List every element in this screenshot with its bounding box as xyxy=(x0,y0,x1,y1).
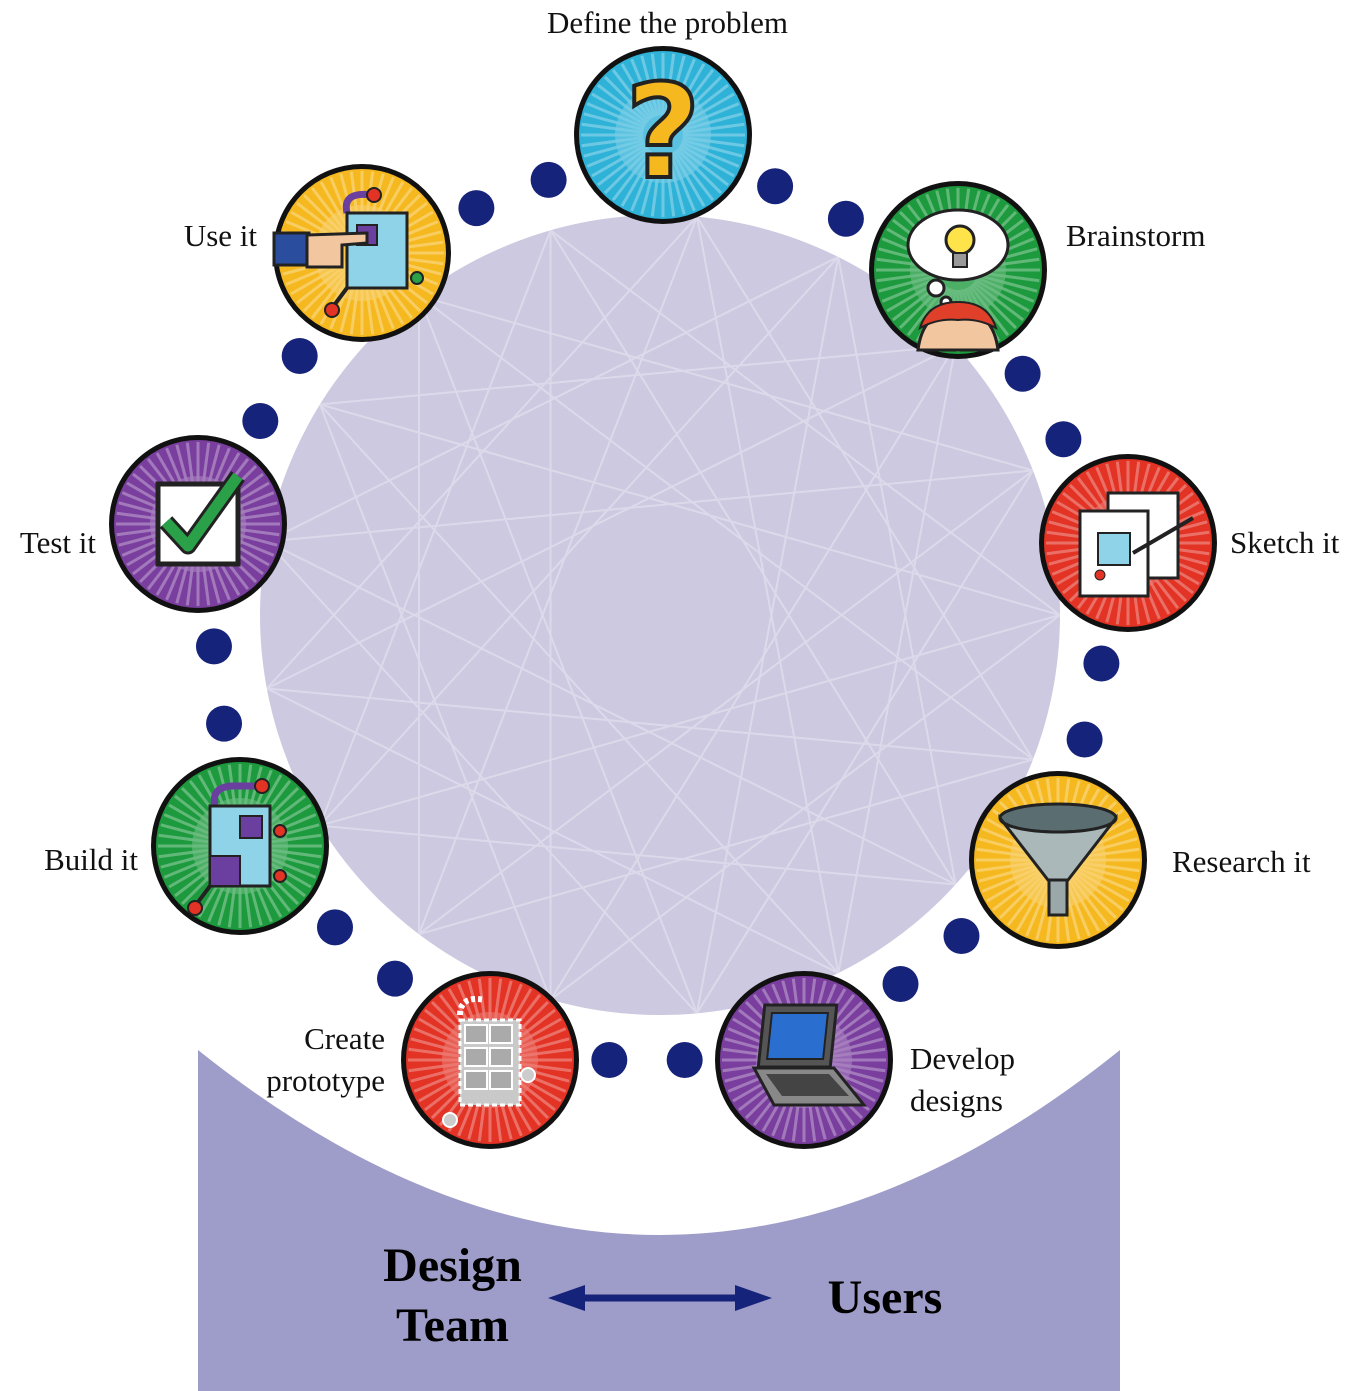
design-team-line1: Design xyxy=(383,1239,522,1292)
step-label-develop-line1: Develop xyxy=(910,1041,1016,1076)
step-badge: ? xyxy=(574,46,752,224)
step-label-brainstorm: Brainstorm xyxy=(1066,218,1206,253)
connector-dot xyxy=(666,1042,703,1078)
connector-dot xyxy=(882,966,919,1002)
bottom-band xyxy=(198,1050,1120,1391)
design-team-line2: Team xyxy=(396,1299,509,1352)
sketch-paper-icon xyxy=(1078,491,1195,598)
step-label-develop: Develop designs xyxy=(910,1038,1015,1122)
step-label-define: Define the problem xyxy=(546,5,789,40)
connector-dot xyxy=(1066,721,1103,758)
step-badge xyxy=(969,771,1147,949)
hand-pressing-robot-icon xyxy=(272,187,424,318)
connector-dot xyxy=(1004,355,1041,392)
design-team-label: Design Team xyxy=(340,1236,565,1356)
connector-dot xyxy=(943,918,980,954)
step-label-develop-line2: designs xyxy=(910,1083,1003,1118)
connector-dot xyxy=(195,628,232,665)
users-label: Users xyxy=(827,1271,943,1324)
dashed-robot-icon xyxy=(442,996,536,1128)
connector-dot xyxy=(1045,421,1082,458)
question-mark-icon: ? xyxy=(623,54,702,210)
step-badge xyxy=(401,971,579,1149)
step-label-research: Research it xyxy=(1172,844,1311,879)
step-label-build: Build it xyxy=(44,842,138,877)
step-badge xyxy=(869,181,1047,359)
robot-icon xyxy=(187,778,287,916)
step-label-use: Use it xyxy=(183,218,257,253)
connector-dot xyxy=(377,960,413,997)
step-badge xyxy=(151,757,329,935)
inner-circle xyxy=(260,215,1060,1015)
connector-dot xyxy=(317,909,353,946)
step-badge xyxy=(109,435,287,613)
connector-dot xyxy=(206,705,243,742)
connector-dot xyxy=(281,337,318,374)
connector-dot xyxy=(530,161,567,198)
laptop-icon xyxy=(751,1003,868,1107)
connector-dot xyxy=(757,168,794,205)
connector-dot xyxy=(591,1042,628,1078)
step-label-prototype-line1: Create xyxy=(304,1021,385,1056)
svg-text:?: ? xyxy=(625,56,700,208)
step-badge xyxy=(715,971,893,1149)
thought-bubble-lightbulb-icon xyxy=(906,208,1010,352)
step-label-test: Test it xyxy=(19,525,96,560)
step-label-sketch: Sketch it xyxy=(1230,525,1340,560)
connector-dot xyxy=(1083,645,1120,682)
connector-dot xyxy=(242,403,279,440)
connector-dots xyxy=(195,161,1120,1078)
inner-circle-lines xyxy=(266,216,1060,1014)
step-badge xyxy=(272,164,451,342)
step-label-prototype: Create prototype xyxy=(200,1018,385,1102)
funnel-icon xyxy=(998,802,1118,917)
step-label-prototype-line2: prototype xyxy=(266,1063,385,1098)
connector-dot xyxy=(458,190,495,227)
checkbox-check-icon xyxy=(155,471,245,567)
step-badge xyxy=(1039,454,1217,632)
connector-dot xyxy=(827,200,864,237)
double-headed-arrow-icon xyxy=(548,1285,772,1311)
